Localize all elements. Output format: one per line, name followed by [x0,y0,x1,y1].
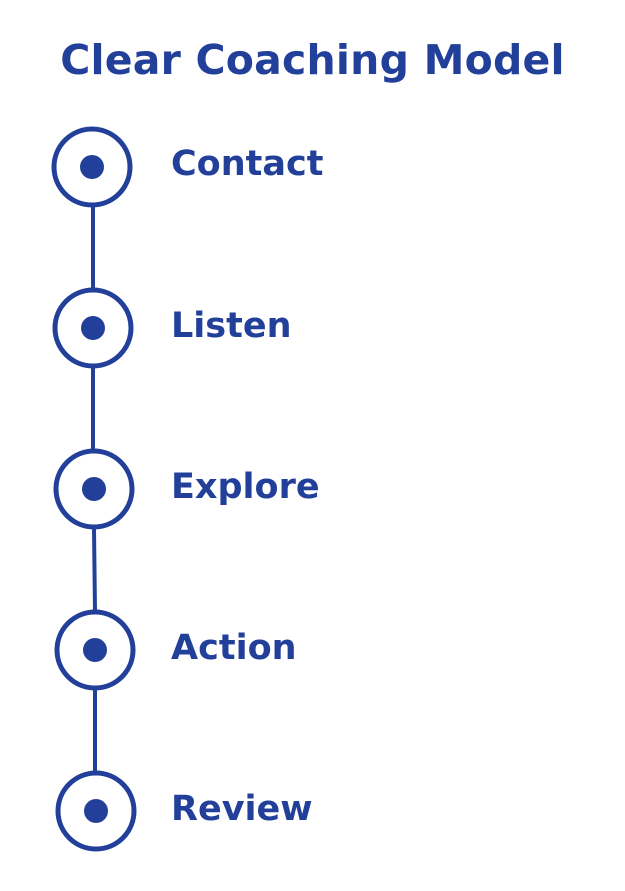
step-label-action: Action [171,628,297,668]
step-marker-review [55,770,137,852]
step-marker-action [54,609,136,691]
step-label-listen: Listen [171,306,292,346]
marker-dot [84,799,108,823]
marker-dot [82,477,106,501]
timeline-connectors [91,206,97,773]
step-marker-explore [53,448,135,530]
connector-line [92,527,97,613]
step-label-review: Review [171,789,313,829]
marker-dot [81,316,105,340]
marker-dot [83,638,107,662]
step-label-contact: Contact [171,144,324,184]
step-marker-listen [52,287,134,369]
diagram-title: Clear Coaching Model [60,36,565,84]
step-label-explore: Explore [171,467,320,507]
step-marker-contact [51,126,133,208]
marker-dot [80,155,104,179]
